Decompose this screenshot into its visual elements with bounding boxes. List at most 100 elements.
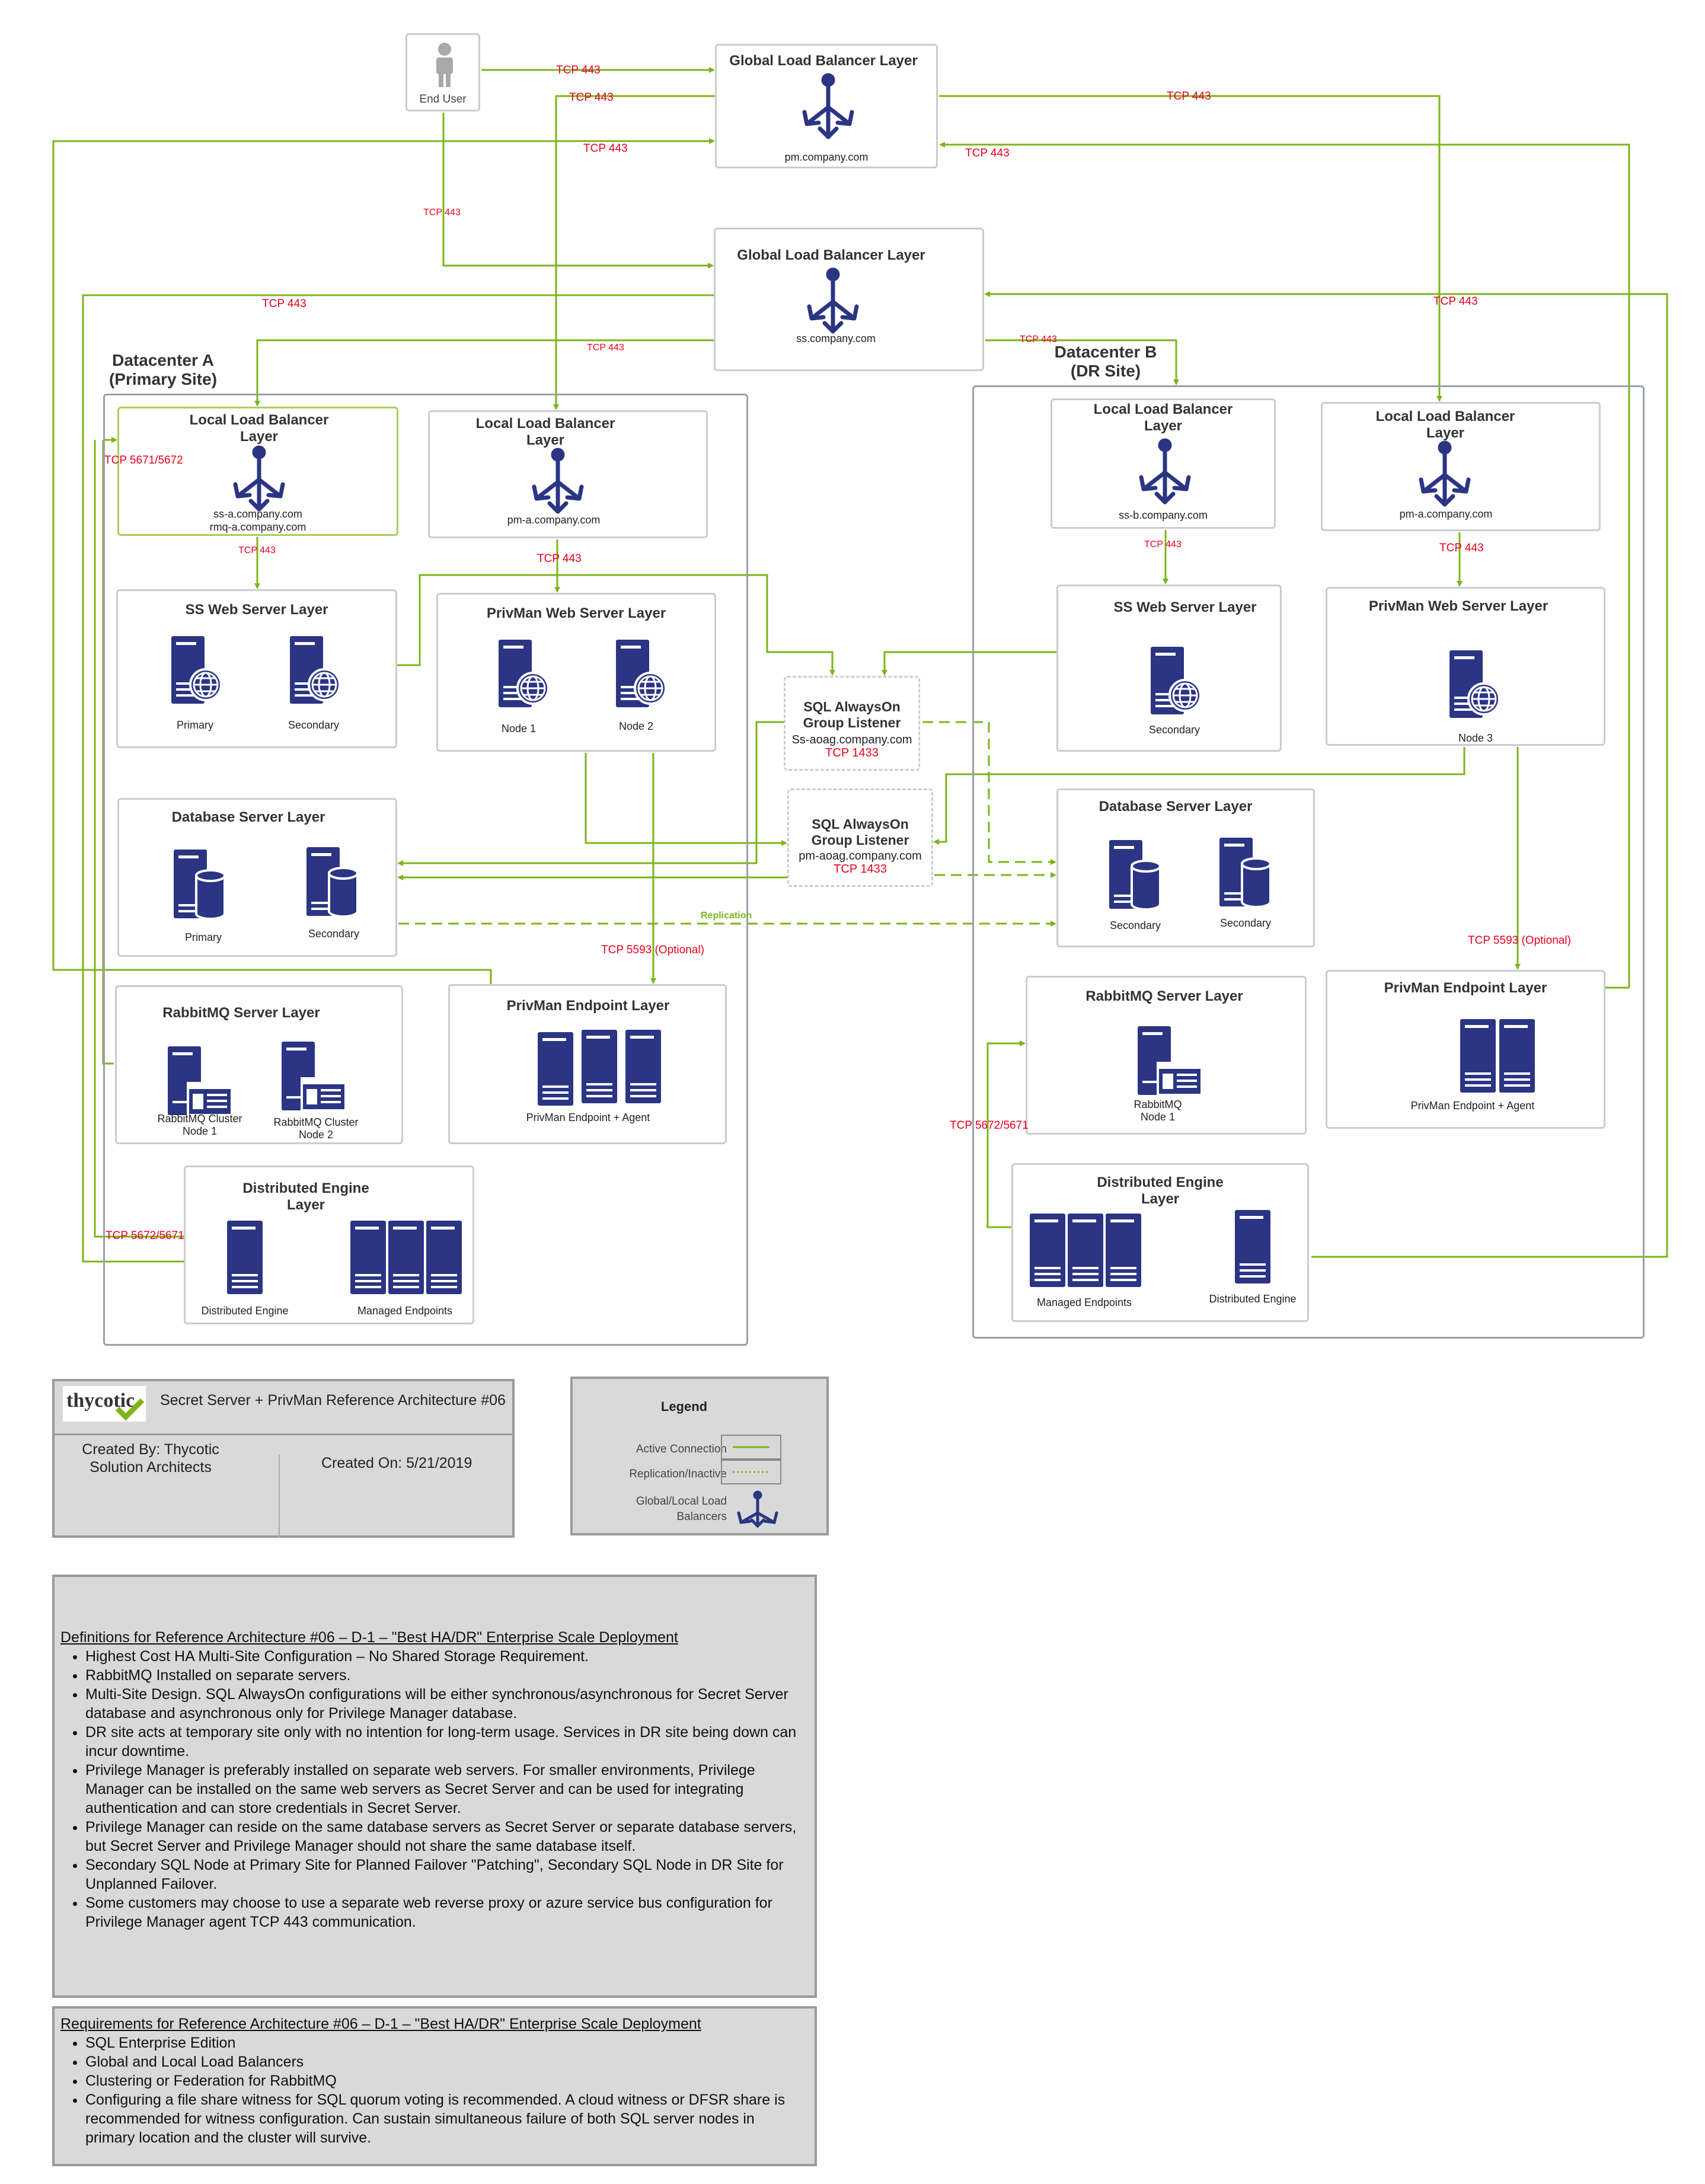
title-line-1: Distributed Engine — [242, 1180, 369, 1196]
dc-b-database-node2: Secondary — [1219, 917, 1272, 929]
dc-b-local-lb-ss[interactable]: Local Load Balancer Layer ss-b.company.c… — [1051, 398, 1276, 529]
definitions-item: Privilege Manager is preferably installe… — [85, 1761, 807, 1818]
port-label-5593: TCP 5593 (Optional) — [1468, 934, 1571, 947]
legend-lb-line2: Balancers — [676, 1511, 727, 1523]
dc-a-distributed-engine-layer[interactable]: Distributed Engine Layer Distributed Eng… — [184, 1166, 474, 1324]
dc-b-database-title: Database Server Layer — [1099, 799, 1253, 815]
definitions-item: Privilege Manager can reside on the same… — [85, 1818, 807, 1856]
node1-line1: RabbitMQ Cluster — [157, 1113, 242, 1125]
dc-b-privman-web-title: PrivMan Web Server Layer — [1368, 598, 1548, 614]
port-label-443: TCP 443 — [965, 147, 1010, 159]
load-balancer-icon — [737, 1490, 778, 1528]
dc-a-local-lb-pm-host: pm-a.company.com — [507, 514, 601, 526]
definitions-item: Multi-Site Design. SQL AlwaysOn configur… — [85, 1685, 807, 1723]
connector-line — [986, 1040, 1026, 1228]
dc-a-database-node1: Primary — [185, 931, 222, 943]
sql-listener-ss-title: SQL AlwaysOn Group Listener — [786, 699, 918, 731]
dc-b-rabbitmq-title: RabbitMQ Server Layer — [1085, 988, 1243, 1004]
managed-endpoint-icon — [426, 1221, 462, 1294]
dc-b-local-lb-pm[interactable]: Local Load Balancer Layer pm-a.company.c… — [1321, 402, 1601, 531]
title-line-2: Group Listener — [803, 715, 901, 730]
sql-listener-ss-host: Ss-aoag.company.com — [791, 733, 912, 746]
global-lb-pm[interactable]: Global Load Balancer Layer pm.company.co… — [715, 44, 938, 168]
connector-line — [933, 747, 1465, 845]
title-line-2: Layer — [286, 1197, 325, 1213]
global-lb-ss-title: Global Load Balancer Layer — [737, 247, 925, 263]
datacenter-a-frame — [103, 394, 748, 1346]
dc-b-de-node2: Distributed Engine — [1209, 1293, 1297, 1305]
dc-a-privman-web-node1: Node 1 — [501, 723, 537, 735]
connector-layer — [52, 67, 1668, 1263]
port-label-443: TCP 443 — [1439, 542, 1484, 554]
global-lb-pm-host: pm.company.com — [784, 151, 869, 163]
connector-line — [922, 721, 1056, 865]
dc-a-rabbitmq-node2: RabbitMQ Cluster Node 2 — [263, 1116, 369, 1141]
node1-line2: Node 1 — [182, 1125, 218, 1137]
title-line-1: Distributed Engine — [1097, 1174, 1224, 1190]
title-line-2: Layer — [526, 432, 565, 448]
legend-active-swatch — [721, 1435, 781, 1460]
title-line-2: Group Listener — [811, 832, 909, 848]
sql-listener-pm[interactable]: SQL AlwaysOn Group Listener pm-aoag.comp… — [787, 788, 933, 887]
sql-listener-pm-title: SQL AlwaysOn Group Listener — [789, 816, 931, 848]
sql-listener-ss[interactable]: SQL AlwaysOn Group Listener Ss-aoag.comp… — [784, 676, 920, 771]
dc-a-privman-web-layer[interactable]: PrivMan Web Server Layer Node 1 Node 2 — [436, 593, 716, 752]
title-line-1: Local Load Balancer — [1093, 401, 1233, 417]
database-server-icon — [306, 847, 359, 918]
dc-b-rabbitmq-layer[interactable]: RabbitMQ Server Layer RabbitMQ Node 1 — [1026, 976, 1307, 1135]
dc-a-privman-endpoint-caption: PrivMan Endpoint + Agent — [526, 1112, 650, 1123]
connector-line — [254, 339, 714, 407]
title-line-1: Local Load Balancer — [1375, 408, 1515, 424]
dc-b-local-lb-pm-host: pm-a.company.com — [1399, 508, 1493, 520]
load-balancer-icon — [807, 267, 859, 334]
global-lb-pm-title: Global Load Balancer Layer — [729, 53, 918, 69]
dc-b-ss-web-layer[interactable]: SS Web Server Layer Secondary — [1056, 585, 1282, 752]
logo-text: thycotic — [66, 1390, 135, 1412]
managed-endpoint-icon — [1068, 1214, 1103, 1287]
dc-a-rabbitmq-node1: RabbitMQ Cluster Node 1 — [146, 1113, 253, 1138]
dc-b-local-lb-ss-title: Local Load Balancer Layer — [1052, 401, 1274, 435]
dc-a-de-node1: Distributed Engine — [201, 1305, 289, 1317]
connector-line — [94, 440, 184, 1238]
port-label-443: TCP 443 — [1167, 90, 1211, 103]
port-label-443: TCP 443 — [583, 142, 628, 155]
end-user-node[interactable]: End User — [406, 33, 480, 111]
managed-endpoint-icon — [388, 1221, 424, 1294]
dc-a-rabbitmq-layer[interactable]: RabbitMQ Server Layer RabbitMQ Cluster N… — [115, 985, 403, 1144]
dc-b-database-layer[interactable]: Database Server Layer Secondary Secondar… — [1056, 788, 1315, 947]
legend-title: Legend — [660, 1399, 708, 1414]
title-block-vdivider — [279, 1455, 280, 1538]
dc-a-ss-web-node1: Primary — [177, 719, 213, 731]
dc-b-local-lb-ss-host: ss-b.company.com — [1119, 509, 1208, 521]
definitions-list: Highest Cost HA Multi-Site Configuration… — [60, 1647, 807, 1931]
dc-a-ss-web-layer[interactable]: SS Web Server Layer Primary Secondary — [116, 589, 397, 748]
endpoint-server-icon — [1499, 1019, 1535, 1093]
port-label-443: TCP 443 — [262, 298, 306, 310]
user-icon — [436, 43, 453, 87]
dc-b-privman-web-layer[interactable]: PrivMan Web Server Layer Node 3 — [1326, 587, 1605, 746]
dc-b-distributed-engine-layer[interactable]: Distributed Engine Layer Managed Endpoin… — [1011, 1163, 1309, 1322]
connector-line — [939, 95, 1442, 402]
requirements-item: Global and Local Load Balancers — [85, 2052, 807, 2071]
port-label-5671: TCP 5671/5672 — [104, 454, 183, 467]
web-server-icon — [616, 640, 667, 707]
title-line-2: Layer — [1141, 1191, 1180, 1207]
requirements-heading: Requirements for Reference Architecture … — [60, 2016, 701, 2032]
datacenter-b-frame — [972, 385, 1645, 1339]
dc-a-local-lb-pm-title: Local Load Balancer Layer — [430, 416, 661, 449]
dc-a-database-layer[interactable]: Database Server Layer Primary Secondary — [117, 798, 397, 957]
dc-a-ss-web-node2: Secondary — [288, 719, 340, 731]
port-label-443: TCP 443 — [1433, 295, 1478, 308]
title-divider — [55, 1433, 512, 1435]
dc-a-privman-endpoint-layer[interactable]: PrivMan Endpoint Layer PrivMan Endpoint … — [448, 984, 727, 1144]
dc-a-local-lb-pm[interactable]: Local Load Balancer Layer pm-a.company.c… — [428, 410, 708, 538]
dc-a-de-title: Distributed Engine Layer — [186, 1180, 426, 1214]
checkmark-icon — [115, 1398, 145, 1421]
global-lb-ss[interactable]: Global Load Balancer Layer ss.company.co… — [714, 228, 984, 371]
port-label-443: TCP 443 — [537, 553, 582, 565]
dc-a-privman-web-node2: Node 2 — [618, 720, 654, 732]
dc-a-local-lb-ss[interactable]: Local Load Balancer Layer ss-a.company.c… — [117, 407, 398, 536]
dc-b-privman-endpoint-layer[interactable]: PrivMan Endpoint Layer PrivMan Endpoint … — [1326, 970, 1605, 1129]
dc-b-ss-web-node1: Secondary — [1148, 724, 1200, 736]
